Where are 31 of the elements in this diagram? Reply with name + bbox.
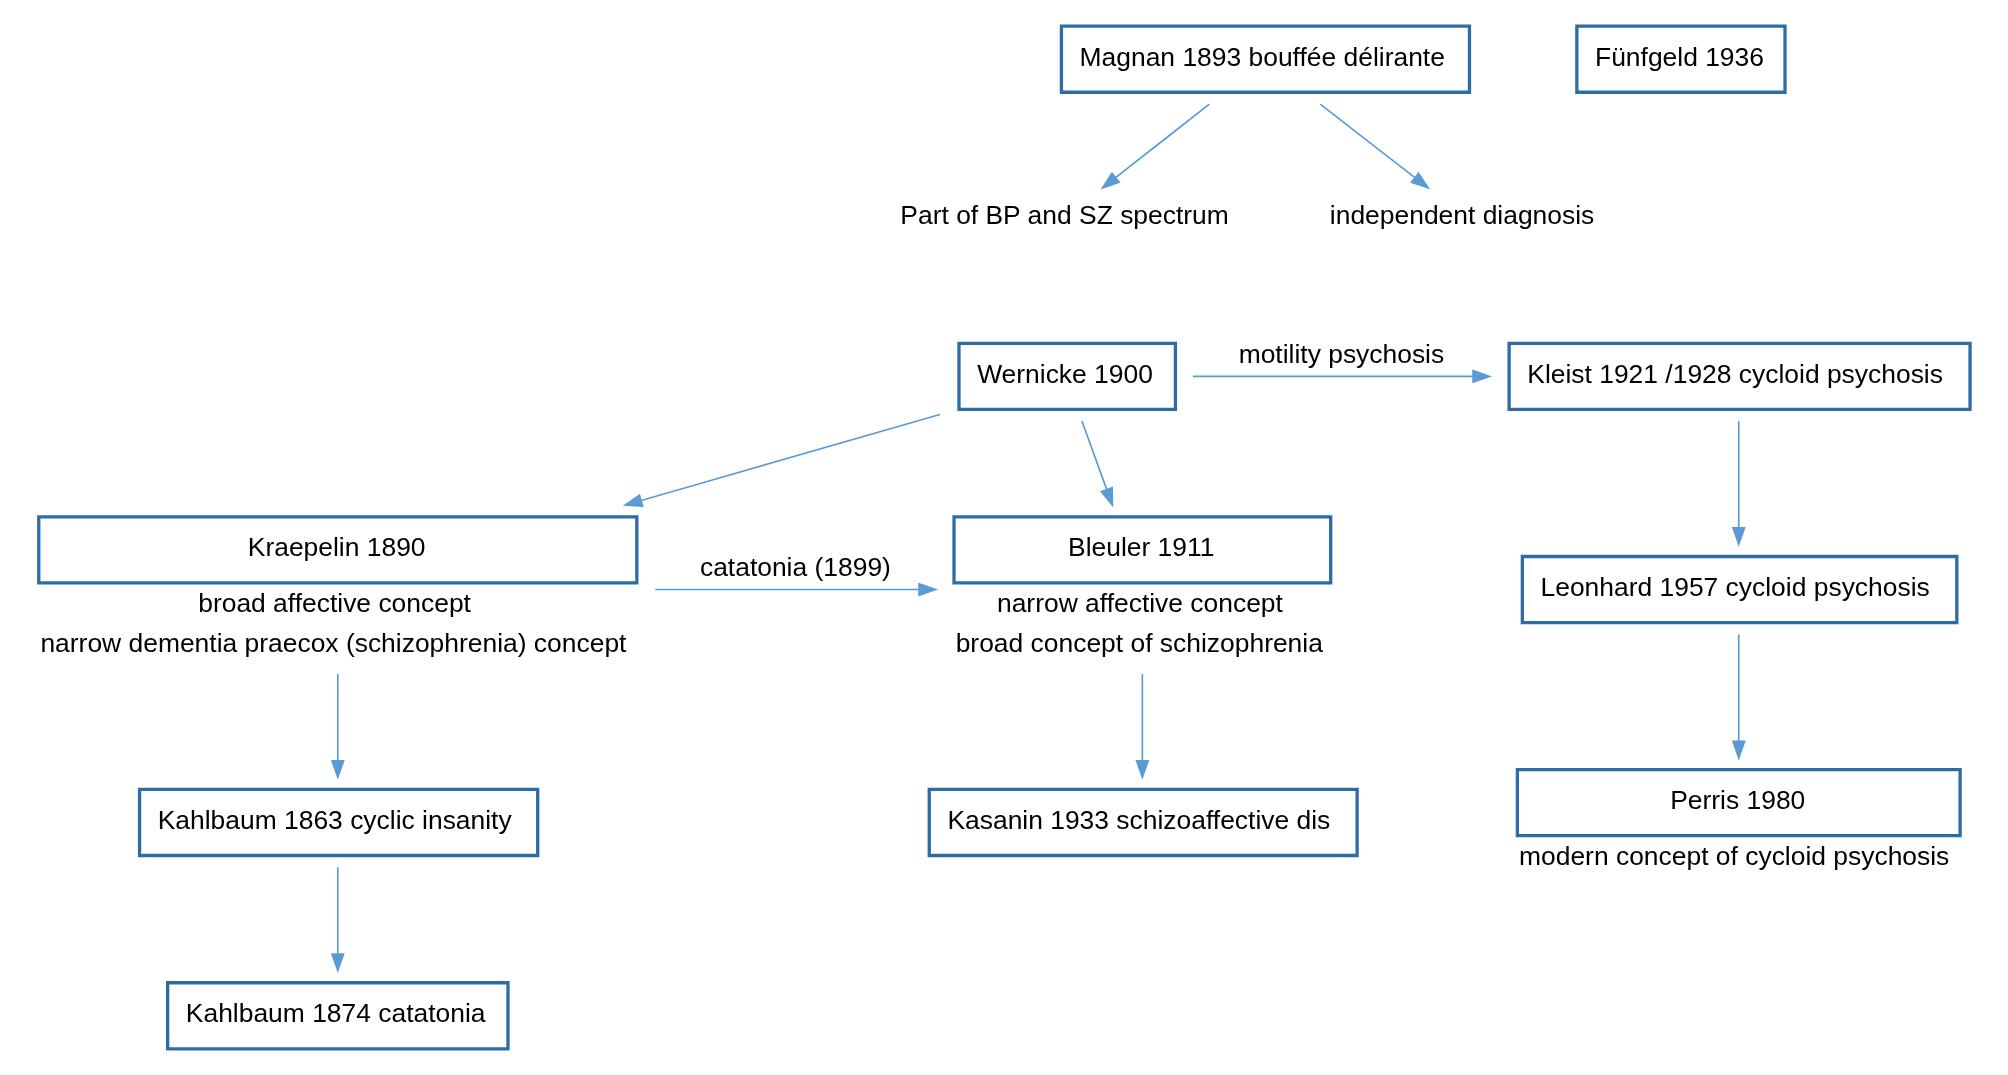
node-label: broad concept of schizophrenia [955,627,1323,658]
node-box: Bleuler 1911 [952,515,1333,585]
arrow [1319,103,1430,190]
edge-label: motility psychosis [1238,338,1445,369]
node-text: Part of BP and SZ spectrum [900,200,1229,231]
arrow [622,413,941,507]
arrow [1081,420,1114,508]
node-box: Kahlbaum 1863 cyclic insanity [137,787,540,858]
node-label: broad affective concept [198,588,471,619]
node-box: Perris 1980 [1515,767,1962,838]
arrow [330,673,345,780]
node-text: independent diagnosis [1329,200,1595,231]
arrow [1135,673,1150,780]
node-label: narrow dementia praecox (schizophrenia) concept [40,627,627,658]
arrow [1731,633,1746,761]
node-box: Kraepelin 1890 [37,515,639,585]
arrow [1192,369,1493,384]
arrow [1100,103,1211,190]
node-box: Kahlbaum 1874 catatonia [166,981,510,1051]
node-label: narrow affective concept [996,588,1283,619]
node-box: Magnan 1893 bouffée délirante [1059,24,1472,94]
edge-label: catatonia (1899) [699,551,891,582]
node-box: Wernicke 1900 [957,341,1178,412]
arrow [1731,420,1746,547]
node-label: modern concept of cycloid psychosis [1519,841,1950,872]
arrow [654,582,939,597]
arrow [330,866,345,973]
node-box: Kasanin 1933 schizoaffective dis [927,787,1359,858]
node-box: Kleist 1921 /1928 cycloid psychosis [1507,341,1972,412]
node-box: Leonhard 1957 cycloid psychosis [1520,554,1959,625]
node-box: Fünfgeld 1936 [1575,24,1787,94]
